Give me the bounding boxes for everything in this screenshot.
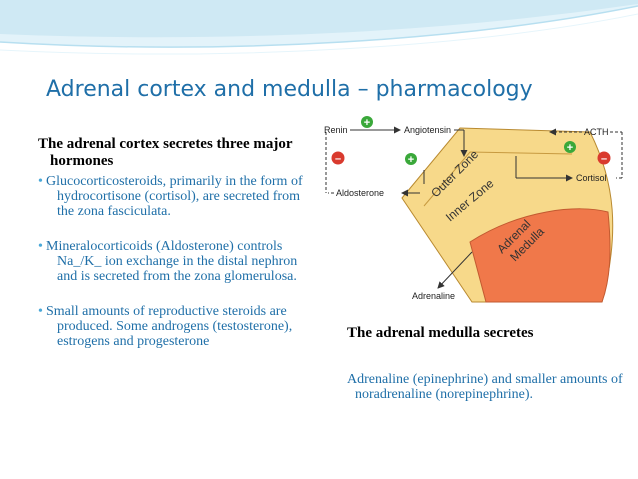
renin-label: Renin [324,125,348,135]
bullet-dot: • [38,174,43,189]
svg-text:–: – [335,153,341,165]
medulla-lead: The adrenal medulla secretes [347,325,534,341]
medulla-section: The adrenal medulla secretes Adrenaline … [347,325,632,402]
inhibit-icon: – [331,151,345,165]
adrenaline-label: Adrenaline [412,291,455,301]
zone-boundary [423,151,573,207]
svg-text:+: + [408,154,414,166]
medulla-body: Adrenaline (epinephrine) and smaller amo… [347,372,623,402]
inhibit-icon: – [597,151,611,165]
cortisol-label: Cortisol [576,173,607,183]
slide-title: Adrenal cortex and medulla – pharmacolog… [46,77,533,102]
medulla-shape [469,208,611,303]
svg-text:+: + [364,117,370,129]
bullet-glucocorticosteroids: •Glucocorticosteroids, primarily in the … [38,174,303,219]
cortex-lead: The adrenal cortex secretes three major … [38,136,293,169]
aldosterone-label: Aldosterone [336,188,384,198]
header-swoosh [0,0,638,55]
adrenal-gland-diagram: Outer Zone Inner Zone Adrenal Medulla Re… [324,116,623,303]
stimulate-icon: + [564,141,576,154]
bullet-dot: • [38,304,43,319]
svg-text:+: + [567,142,573,154]
acth-label: ACTH [584,127,609,137]
svg-text:–: – [601,153,607,165]
stimulate-icon: + [361,116,373,129]
cortex-section: The adrenal cortex secretes three major … [38,136,320,369]
bullet-dot: • [38,239,43,254]
stimulate-icon: + [405,153,417,166]
bullet-mineralocorticoids: •Mineralocorticoids (Aldosterone) contro… [38,239,298,284]
angiotensin-label: Angiotensin [404,125,451,135]
bullet-reproductive-steroids: •Small amounts of reproductive steroids … [38,304,293,349]
